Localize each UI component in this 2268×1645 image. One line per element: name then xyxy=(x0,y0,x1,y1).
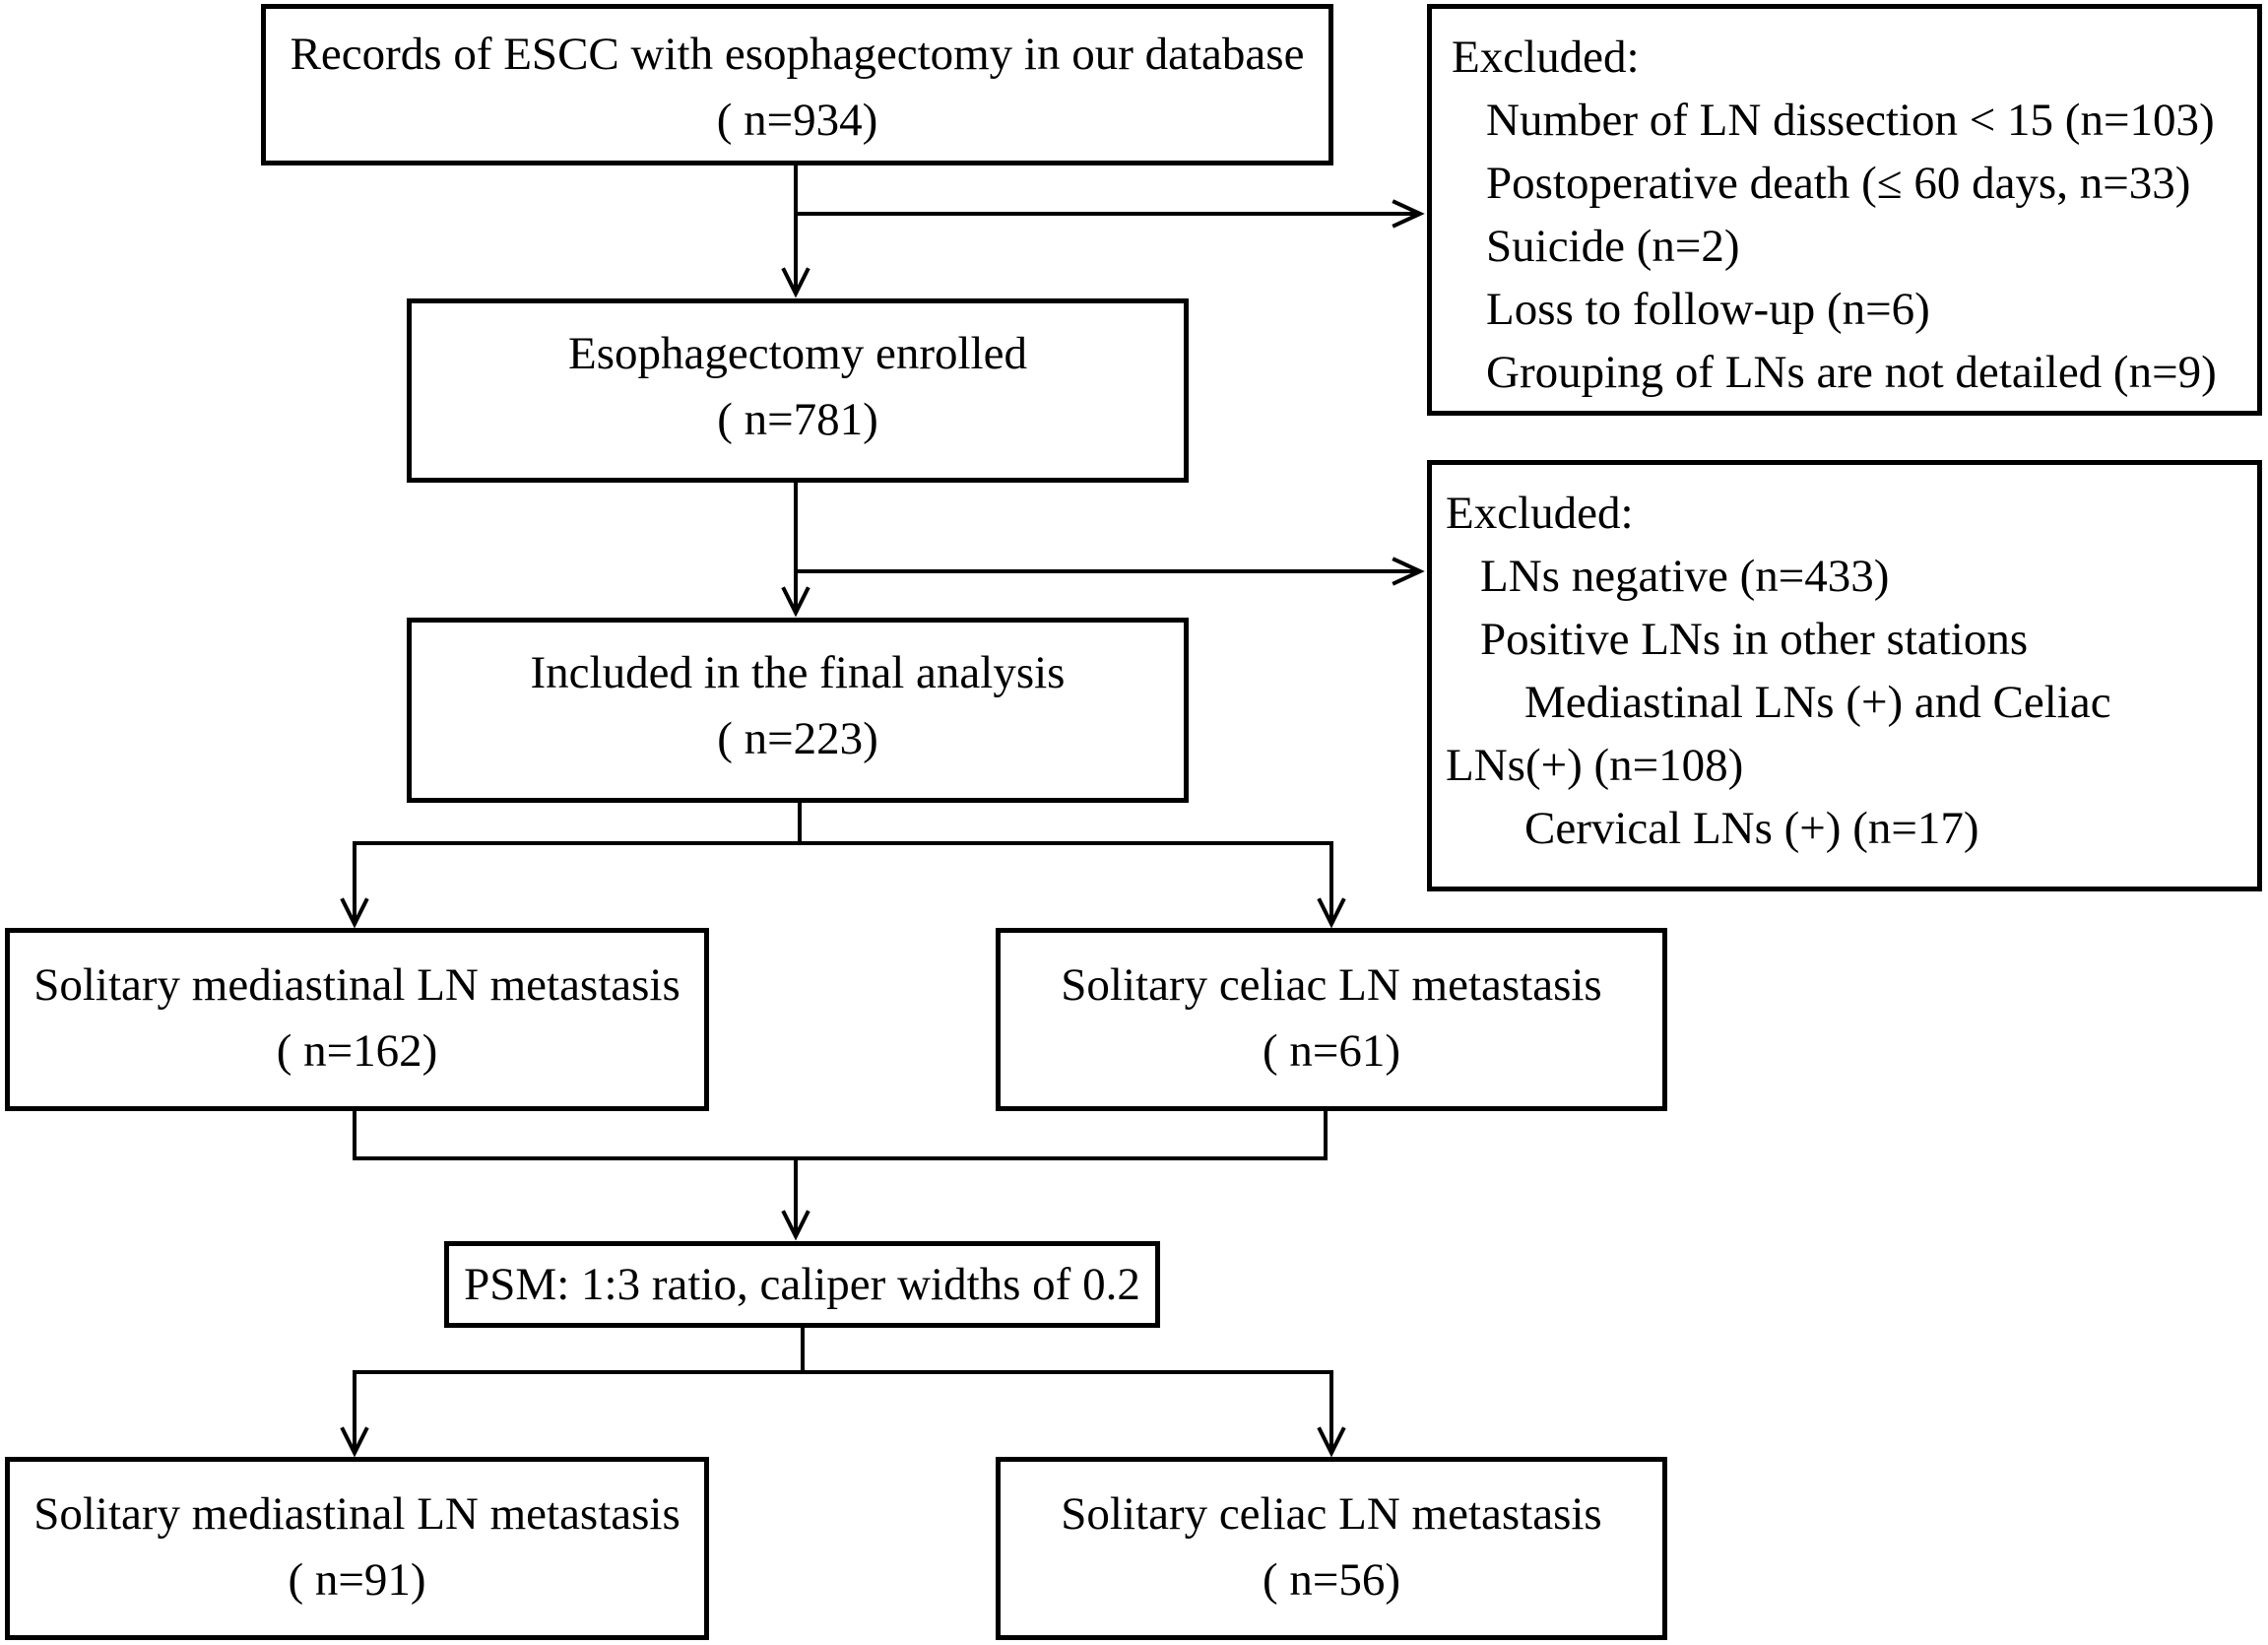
exclusion-2-mediastinal-celiac: Mediastinal LNs (+) and Celiac xyxy=(1524,677,2111,728)
celiac-2-title: Solitary celiac LN metastasis xyxy=(1061,1488,1602,1540)
records-box: Records of ESCC with esophagectomy in ou… xyxy=(261,4,1333,165)
arrowhead-exclusion-2 xyxy=(1392,557,1425,586)
mediastinal-1-title: Solitary mediastinal LN metastasis xyxy=(33,959,680,1011)
enrolled-box: Esophagectomy enrolled ( n=781) xyxy=(407,298,1189,483)
exclusion-box-1: Excluded: Number of LN dissection < 15 (… xyxy=(1427,4,2262,416)
enrolled-count: ( n=781) xyxy=(717,394,878,445)
exclusion-1-item: Suicide (n=2) xyxy=(1486,221,1740,272)
celiac-1-title: Solitary celiac LN metastasis xyxy=(1061,959,1602,1011)
exclusion-2-other-stations: Positive LNs in other stations xyxy=(1480,614,2029,665)
arrowhead-included xyxy=(781,586,810,618)
exclusion-1-item: Loss to follow-up (n=6) xyxy=(1486,284,1930,335)
included-title: Included in the final analysis xyxy=(530,647,1066,698)
exclusion-1-item: Grouping of LNs are not detailed (n=9) xyxy=(1486,347,2217,398)
arrowhead-mediastinal-1 xyxy=(340,897,369,929)
celiac-box-2: Solitary celiac LN metastasis ( n=56) xyxy=(996,1457,1667,1640)
celiac-box-1: Solitary celiac LN metastasis ( n=61) xyxy=(996,928,1667,1111)
exclusion-1-heading: Excluded: xyxy=(1452,32,1640,83)
exclusion-2-heading: Excluded: xyxy=(1446,488,1634,539)
mediastinal-box-1: Solitary mediastinal LN metastasis ( n=1… xyxy=(5,928,709,1111)
psm-label: PSM: 1:3 ratio, caliper widths of 0.2 xyxy=(464,1258,1140,1310)
records-title: Records of ESCC with esophagectomy in ou… xyxy=(290,29,1305,80)
mediastinal-2-title: Solitary mediastinal LN metastasis xyxy=(33,1488,680,1540)
exclusion-1-item: Postoperative death (≤ 60 days, n=33) xyxy=(1486,158,2191,209)
included-box: Included in the final analysis ( n=223) xyxy=(407,618,1189,803)
exclusion-2-mediastinal-celiac-count: LNs(+) (n=108) xyxy=(1446,740,1744,791)
exclusion-1-item: Number of LN dissection < 15 (n=103) xyxy=(1486,95,2215,146)
arrowhead-celiac-1 xyxy=(1317,897,1346,929)
psm-box: PSM: 1:3 ratio, caliper widths of 0.2 xyxy=(444,1241,1160,1328)
arrowhead-enrolled xyxy=(781,267,810,298)
arrowhead-exclusion-1 xyxy=(1392,199,1425,229)
celiac-1-count: ( n=61) xyxy=(1262,1025,1401,1077)
exclusion-2-cervical: Cervical LNs (+) (n=17) xyxy=(1524,803,1979,854)
included-count: ( n=223) xyxy=(717,713,878,764)
mediastinal-1-count: ( n=162) xyxy=(276,1025,438,1077)
mediastinal-2-count: ( n=91) xyxy=(288,1554,426,1606)
records-count: ( n=934) xyxy=(716,95,878,146)
arrowhead-celiac-2 xyxy=(1317,1426,1346,1458)
arrowhead-mediastinal-2 xyxy=(340,1426,369,1458)
enrolled-title: Esophagectomy enrolled xyxy=(568,328,1027,379)
exclusion-2-negative: LNs negative (n=433) xyxy=(1480,551,1890,602)
celiac-2-count: ( n=56) xyxy=(1262,1554,1401,1606)
exclusion-box-2: Excluded: LNs negative (n=433) Positive … xyxy=(1427,460,2262,891)
arrowhead-psm xyxy=(781,1210,810,1241)
mediastinal-box-2: Solitary mediastinal LN metastasis ( n=9… xyxy=(5,1457,709,1640)
